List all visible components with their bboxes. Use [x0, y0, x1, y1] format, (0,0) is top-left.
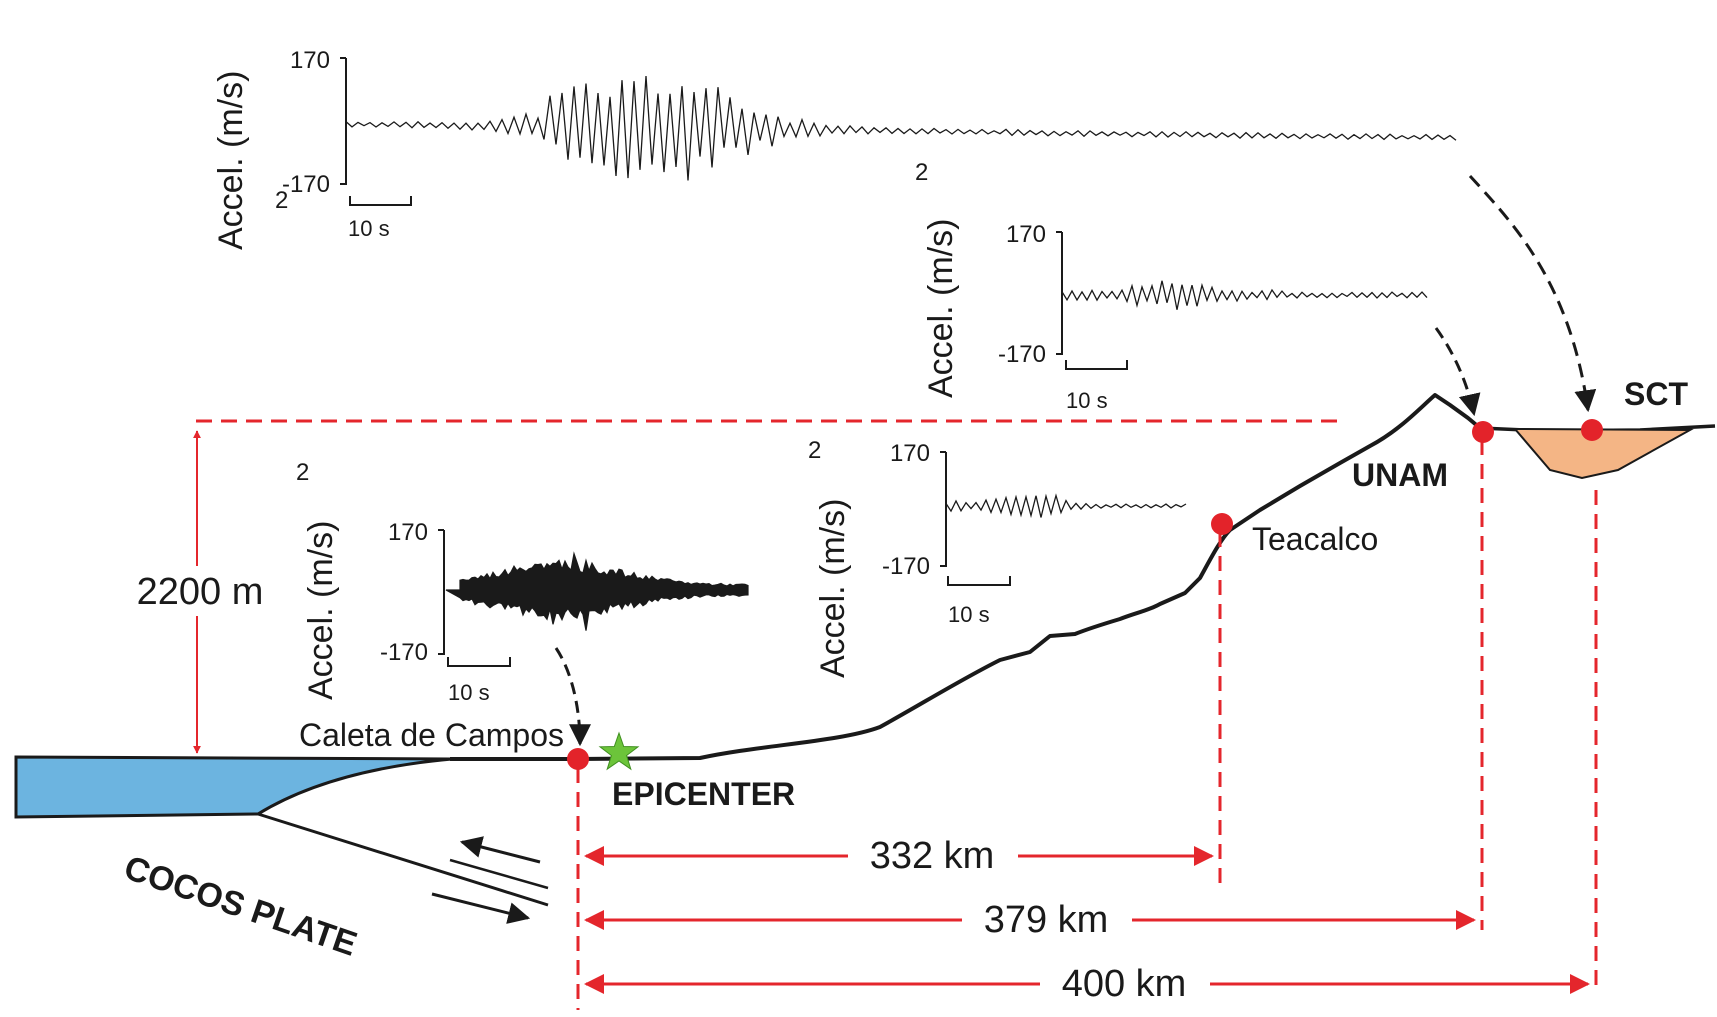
ocean-wedge [14, 755, 453, 819]
station-label-caleta: Caleta de Campos [299, 717, 564, 753]
station-marker-sct [1581, 419, 1603, 441]
station-marker-caleta [567, 748, 589, 770]
epicenter-label: EPICENTER [612, 776, 795, 812]
station-marker-unam [1472, 421, 1494, 443]
seismogram-unam-ylabel: Accel. (m/s) [922, 219, 960, 398]
seismogram-teacalco-unit-exponent: 2 [808, 437, 821, 464]
seismogram-unam-scalebar [1065, 360, 1128, 370]
seismogram-sct-scale: 10 s [348, 216, 390, 241]
seismogram-caleta: Accel. (m/s) 2 170 -170 10 s [296, 459, 749, 705]
seismogram-sct-unit-exponent: 2 [275, 187, 288, 214]
topographic-profile [450, 393, 1482, 761]
seismogram-unam-trace [1061, 280, 1428, 310]
seismogram-teacalco-scalebar [947, 576, 1011, 586]
fault-line [449, 858, 549, 890]
seismogram-caleta-scalebar [447, 657, 511, 667]
seismogram-teacalco-axis [940, 451, 947, 567]
plate-motion-arrow-left [459, 836, 541, 864]
height-label-bg [120, 566, 280, 616]
seismogram-teacalco-ymin: -170 [882, 553, 930, 580]
station-label-sct: SCT [1624, 376, 1688, 412]
pointer-arrow-unam [1434, 327, 1481, 417]
station-label-teacalco: Teacalco [1252, 521, 1378, 557]
seismogram-sct: Accel. (m/s) 2 170 -170 10 s [212, 47, 1457, 250]
seismogram-sct-scalebar [349, 196, 412, 206]
epicenter-star-icon [598, 731, 640, 771]
station-marker-teacalco [1211, 513, 1233, 535]
seismogram-unam-ymin: -170 [998, 341, 1046, 368]
seismogram-unam-scale: 10 s [1066, 388, 1108, 413]
subducting-plate-line [257, 812, 549, 907]
seismogram-sct-ymin: -170 [282, 171, 330, 198]
distance-label-bg-unam [962, 894, 1132, 948]
seismogram-caleta-ymax: 170 [388, 519, 428, 546]
seismogram-unam: Accel. (m/s) 2 170 -170 10 s [915, 159, 1428, 413]
plate-motion-arrow-right [431, 892, 531, 924]
seismogram-teacalco-scale: 10 s [948, 602, 990, 627]
seismogram-caleta-axis [438, 529, 445, 655]
pointer-arrow-caleta [554, 647, 591, 747]
seismogram-caleta-trace [445, 551, 749, 631]
seismogram-unam-axis [1056, 231, 1063, 355]
distance-label-unam: 379 km [984, 899, 1109, 941]
distance-label-bg-teacalco [848, 830, 1018, 884]
distance-label-teacalco: 332 km [870, 835, 995, 877]
seismogram-caleta-unit-exponent: 2 [296, 459, 309, 486]
seismogram-caleta-ylabel: Accel. (m/s) [302, 521, 340, 700]
seismogram-unam-unit-exponent: 2 [915, 159, 928, 186]
seismogram-teacalco-trace [945, 493, 1187, 519]
distance-label-sct: 400 km [1062, 963, 1187, 1005]
pointer-arrow-sct [1468, 174, 1597, 413]
seismogram-teacalco-ylabel: Accel. (m/s) [814, 499, 852, 678]
seismogram-caleta-scale: 10 s [448, 680, 490, 705]
seismogram-caleta-ymin: -170 [380, 639, 428, 666]
plate-label: COCOS PLATE [119, 849, 361, 964]
seismogram-sct-axis [340, 57, 347, 185]
seismogram-sct-ymax: 170 [290, 47, 330, 74]
seismogram-teacalco: Accel. (m/s) 2 170 -170 10 s [808, 437, 1187, 678]
seismogram-unam-ymax: 170 [1006, 221, 1046, 248]
height-label: 2200 m [137, 571, 264, 613]
seismogram-sct-trace [345, 75, 1457, 181]
valley-basin [1512, 427, 1694, 480]
seismogram-teacalco-ymax: 170 [890, 440, 930, 467]
seismogram-sct-ylabel: Accel. (m/s) [212, 71, 250, 250]
distance-label-bg-sct [1040, 958, 1210, 1012]
station-label-unam: UNAM [1352, 457, 1448, 493]
